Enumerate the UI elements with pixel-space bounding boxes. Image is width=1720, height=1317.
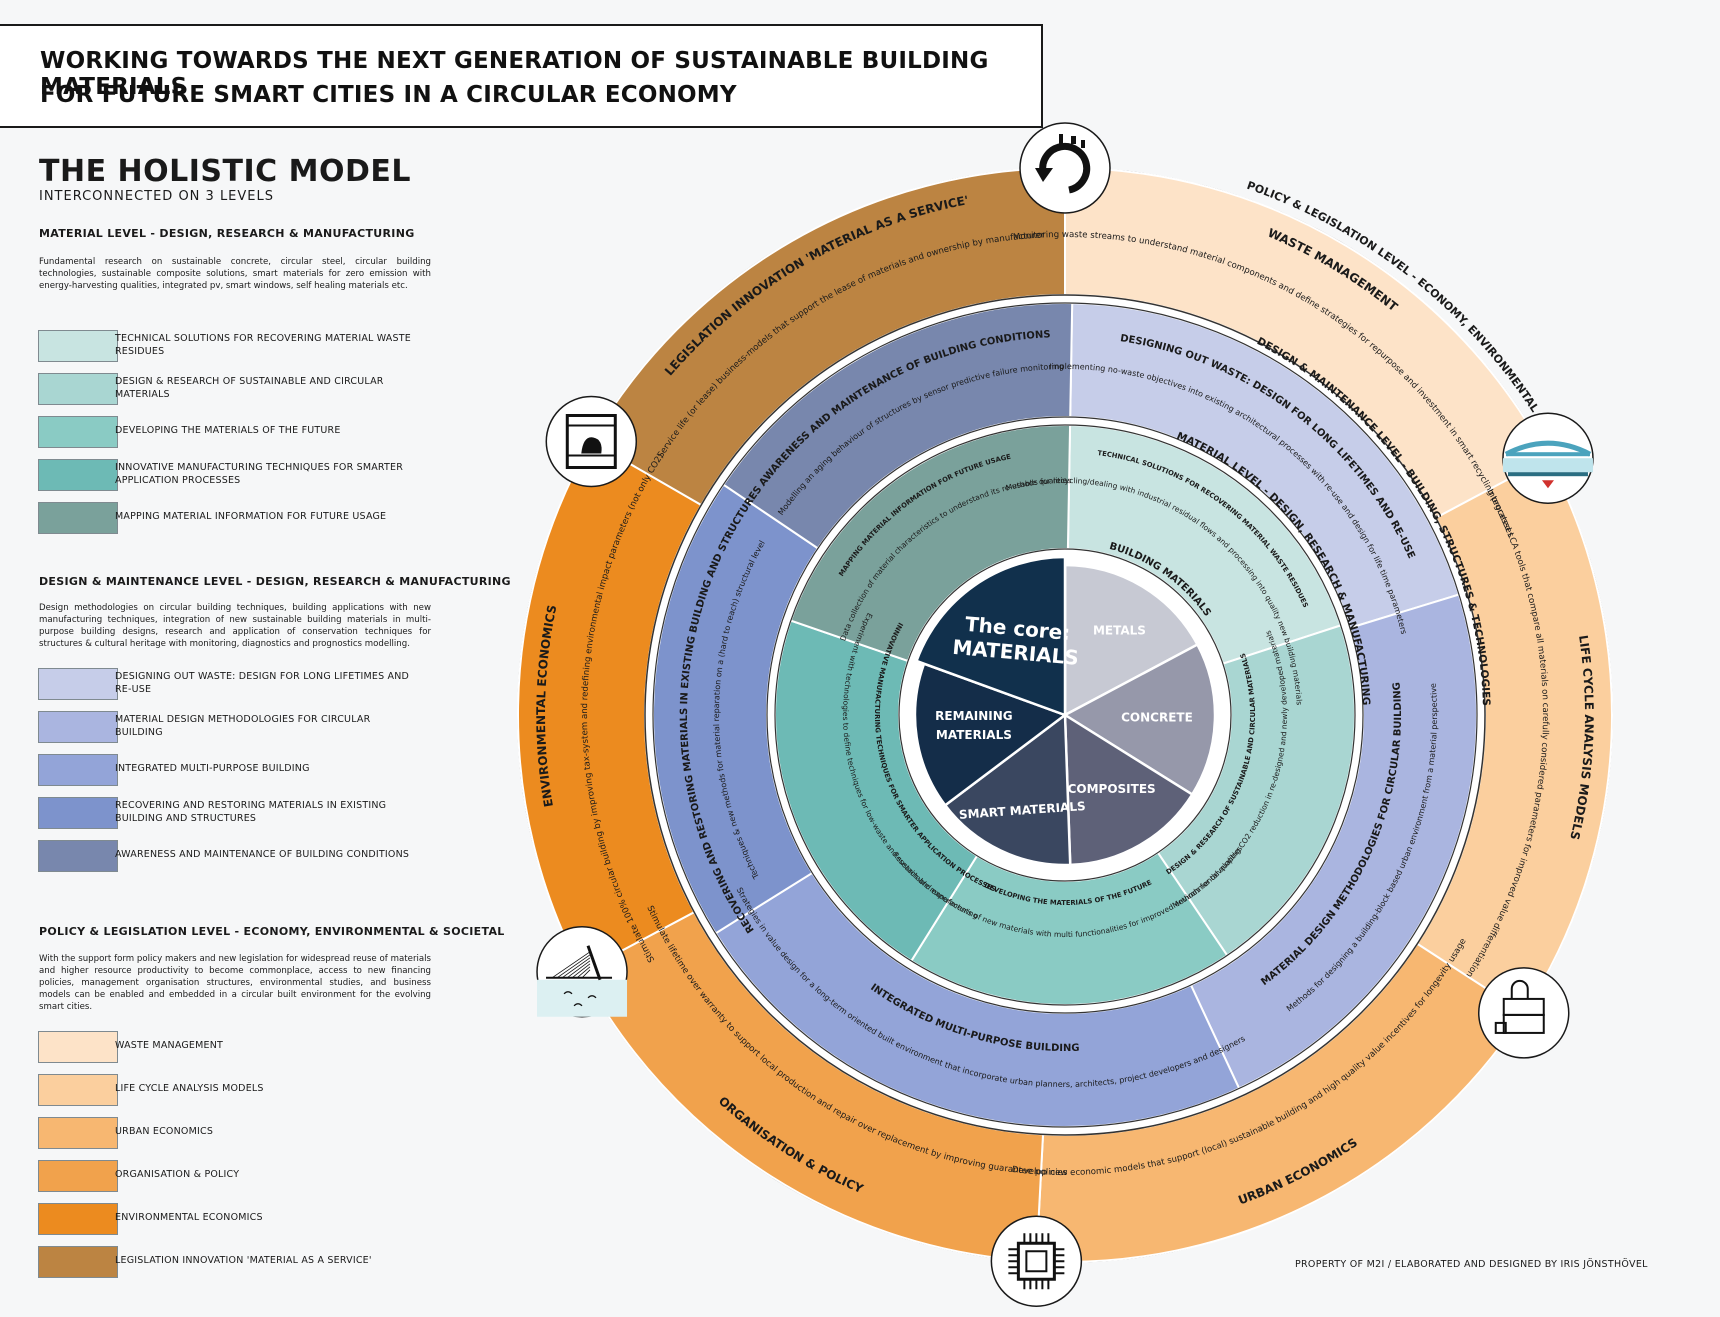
legend-label: LIFE CYCLE ANALYSIS MODELS [115, 1083, 264, 1094]
legend-swatch [38, 1246, 118, 1278]
cable-bridge-icon [536, 926, 628, 1018]
legend-label: DESIGN & RESEARCH OF SUSTAINABLE AND CIR… [115, 376, 384, 400]
core-slice [943, 712, 1072, 867]
legend-label: WASTE MANAGEMENT [115, 1040, 224, 1051]
legend-swatch [38, 797, 118, 829]
design-ring-border [652, 302, 1478, 1128]
legend-swatch [38, 840, 118, 872]
policy-level-body: With the support form policy makers and … [39, 954, 431, 1012]
core-slice [913, 662, 1068, 808]
legend-swatch [38, 668, 118, 700]
title-line-1: WORKING TOWARDS THE NEXT GENERATION OF S… [40, 48, 989, 100]
legend-swatch [38, 711, 118, 743]
core-slice-label: METALS [1093, 624, 1146, 638]
building-blocks-icon [1478, 967, 1570, 1059]
legend-label: AWARENESS AND MAINTENANCE OF BUILDING CO… [115, 849, 410, 860]
material-level-heading: MATERIAL LEVEL - DESIGN, RESEARCH & MANU… [39, 227, 415, 240]
core-slice-label: CONCRETE [1121, 711, 1193, 725]
model-heading: THE HOLISTIC MODEL [39, 154, 411, 189]
legend-label: INTEGRATED MULTI-PURPOSE BUILDING [115, 763, 310, 774]
material-level-body: Fundamental research on sustainable conc… [39, 257, 431, 291]
design-level-body: Design methodologies on circular buildin… [39, 603, 431, 649]
bridge-icon [1502, 412, 1594, 504]
legend-label: TECHNICAL SOLUTIONS FOR RECOVERING MATER… [115, 333, 411, 357]
recycle-city-icon [1019, 122, 1111, 214]
legend-label: ENVIRONMENTAL ECONOMICS [115, 1212, 263, 1223]
legend-swatch [38, 373, 118, 405]
legend-label: DESIGNING OUT WASTE: DESIGN FOR LONG LIF… [115, 671, 410, 695]
core-feature-slice [914, 555, 1067, 717]
legend-label: LEGISLATION INNOVATION 'MATERIAL AS A SE… [115, 1255, 372, 1266]
3d-printer-icon [545, 395, 638, 488]
legend-label: ORGANISATION & POLICY [115, 1169, 240, 1180]
core-slice [1063, 712, 1194, 867]
core-slice [1062, 642, 1217, 797]
design-level-heading: DESIGN & MAINTENANCE LEVEL - DESIGN, RES… [39, 575, 511, 588]
legend-swatch [38, 502, 118, 534]
legend-swatch [38, 330, 118, 362]
core-slice [1063, 563, 1200, 718]
legend-swatch [38, 1160, 118, 1192]
legend-label: MAPPING MATERIAL INFORMATION FOR FUTURE … [115, 511, 387, 522]
chip-icon [990, 1215, 1083, 1308]
policy-level-heading: POLICY & LEGISLATION LEVEL - ECONOMY, EN… [39, 925, 505, 938]
legend-swatch [38, 754, 118, 786]
legend-label: DEVELOPING THE MATERIALS OF THE FUTURE [115, 425, 341, 436]
legend-swatch [38, 1031, 118, 1063]
legend-label: MATERIAL DESIGN METHODOLOGIES FOR CIRCUL… [115, 714, 371, 738]
credit-line: PROPERTY OF M2I / ELABORATED AND DESIGNE… [1295, 1259, 1648, 1270]
legend-label: INNOVATIVE MANUFACTURING TECHNIQUES FOR … [115, 462, 404, 486]
legend-label: RECOVERING AND RESTORING MATERIALS IN EX… [115, 800, 387, 824]
legend-swatch [38, 1203, 118, 1235]
legend-label: URBAN ECONOMICS [115, 1126, 214, 1137]
title-line-2: FOR FUTURE SMART CITIES IN A CIRCULAR EC… [40, 82, 737, 108]
legend-swatch [38, 416, 118, 448]
model-subheading: INTERCONNECTED ON 3 LEVELS [39, 189, 274, 204]
legend-swatch [38, 1074, 118, 1106]
core-slice-label: COMPOSITES [1068, 782, 1156, 796]
material-ring-border [774, 424, 1356, 1006]
title-box: WORKING TOWARDS THE NEXT GENERATION OF S… [0, 24, 1043, 128]
legend-swatch [38, 459, 118, 491]
legend-swatch [38, 1117, 118, 1149]
